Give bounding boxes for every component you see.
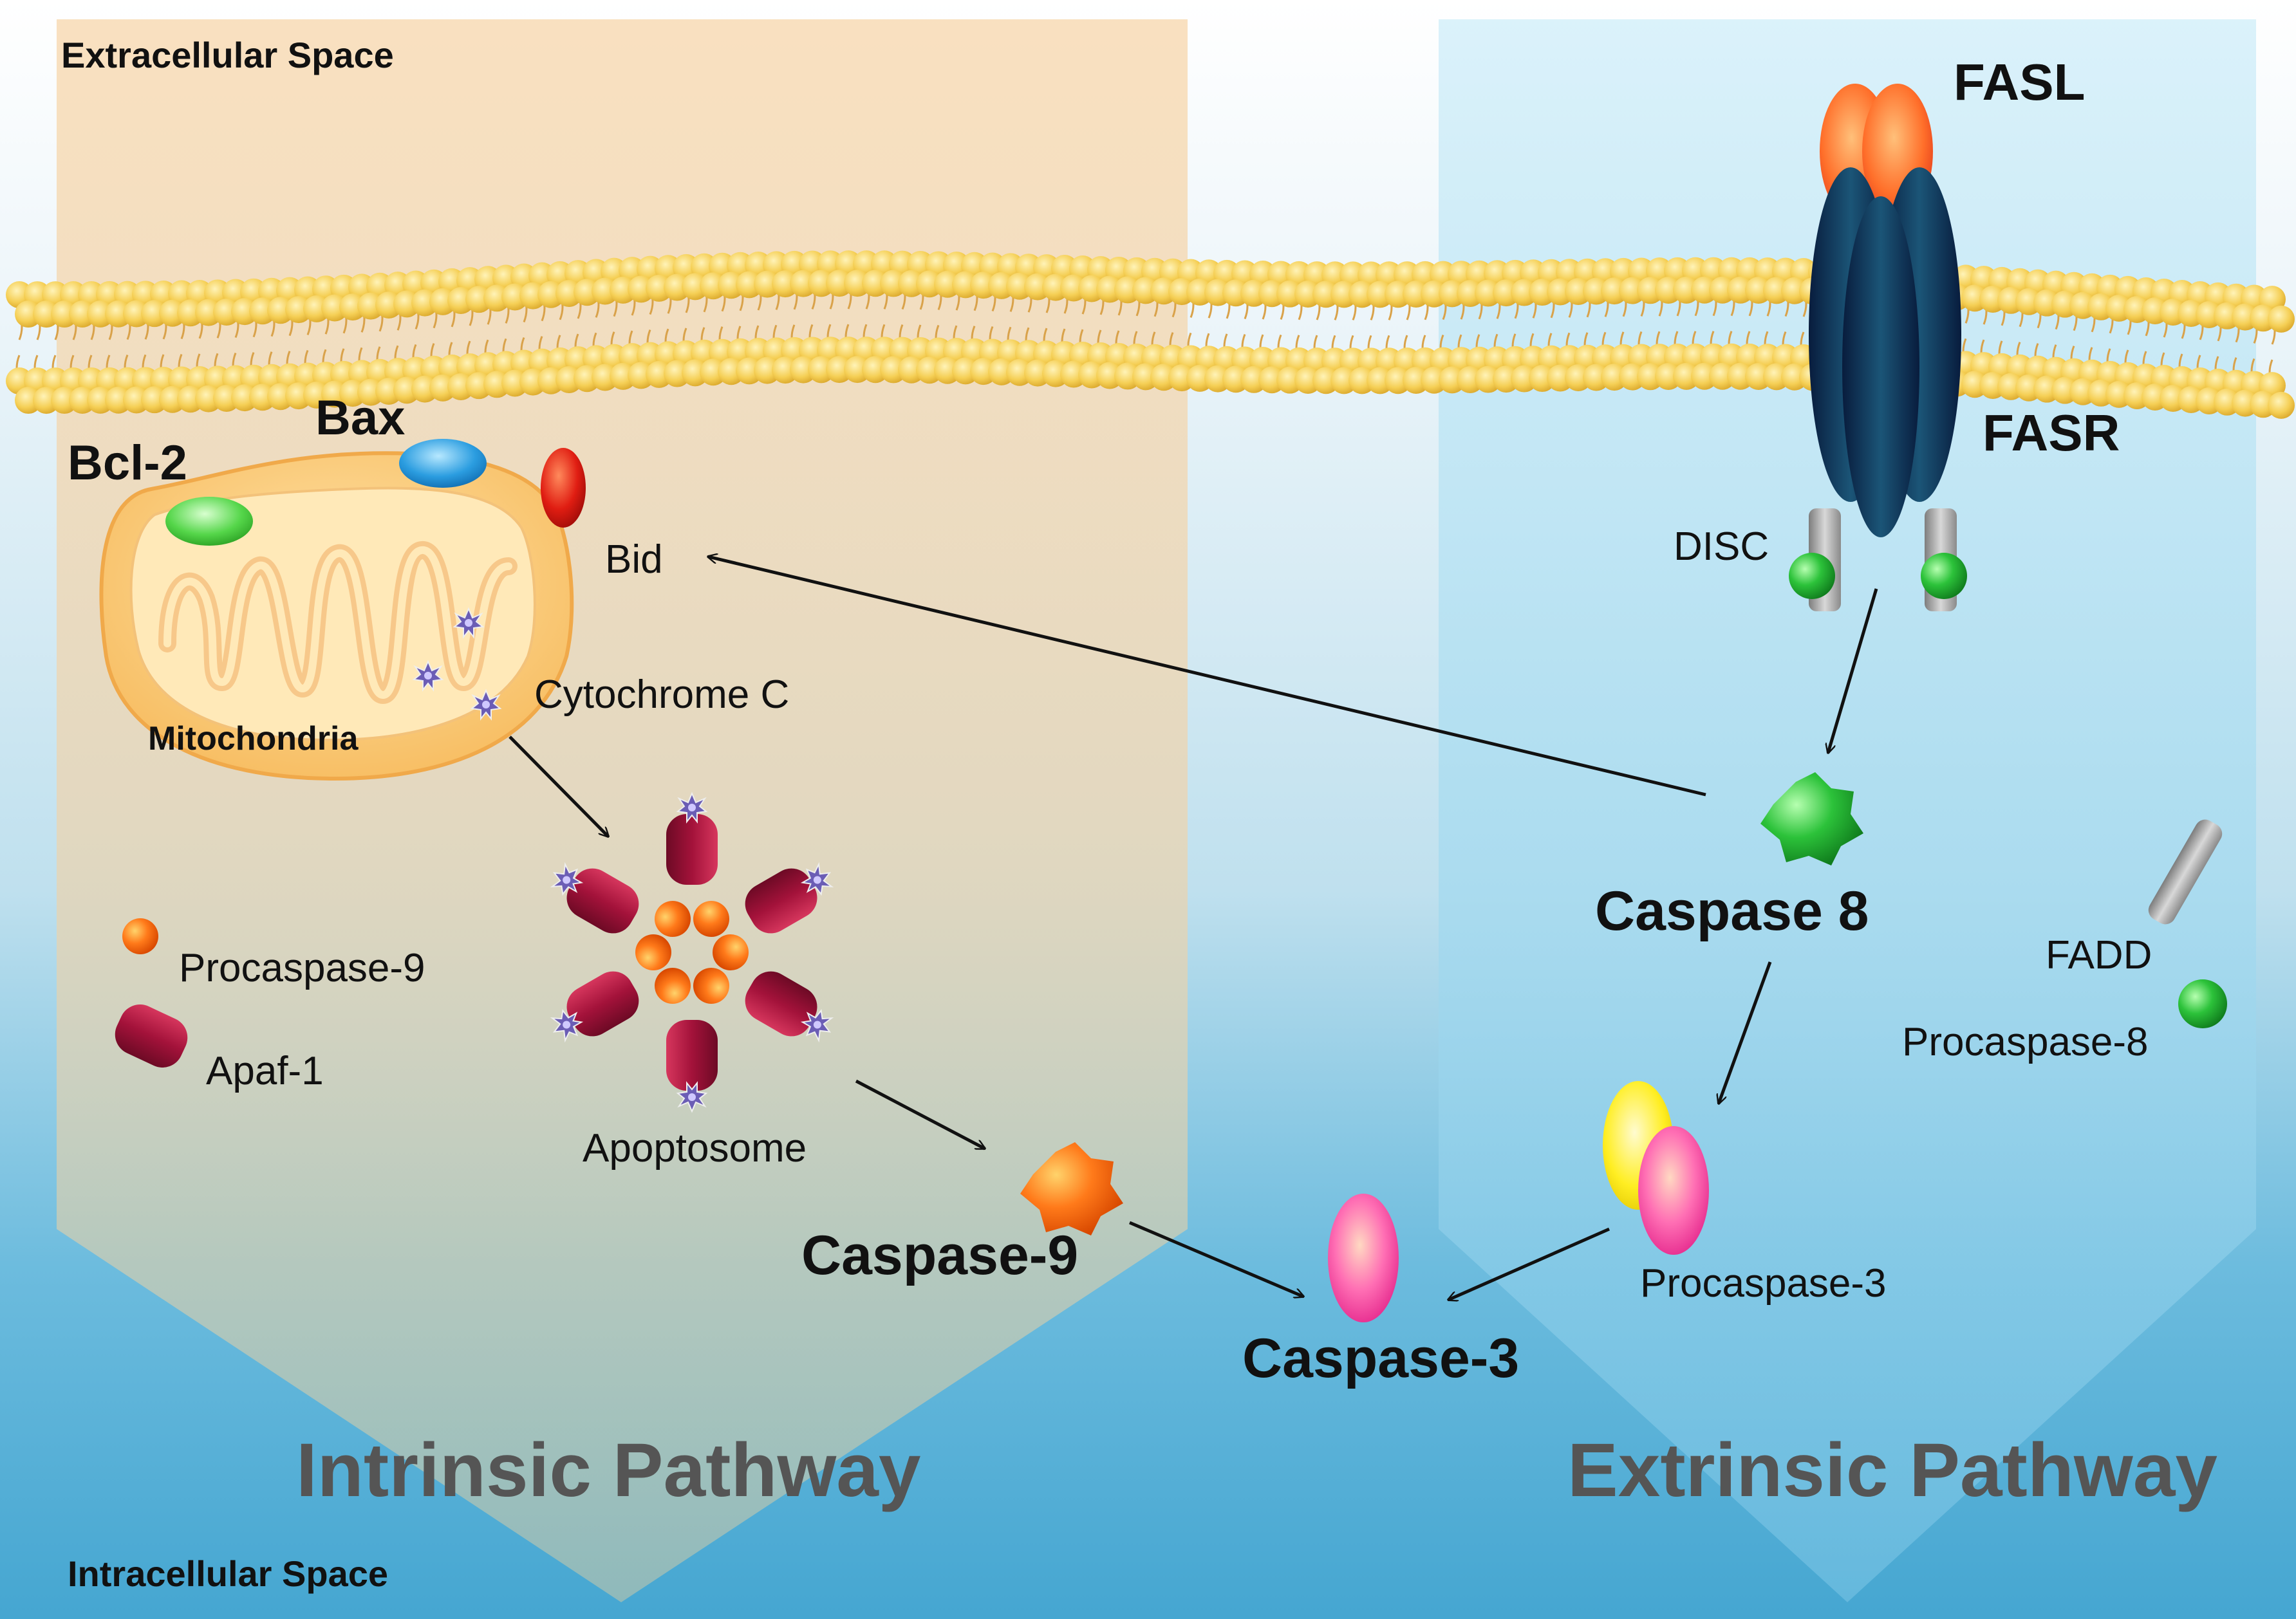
bcl2-protein (165, 497, 253, 546)
arrow-disc-to-caspase8 (1828, 588, 1878, 753)
caspase8-label: Caspase 8 (1595, 880, 1869, 942)
fas-receptor-icon (1789, 84, 1967, 611)
lipid-head (2268, 305, 2295, 333)
procaspase3-pink (1638, 1126, 1709, 1255)
procaspase9-icon (122, 918, 158, 954)
extracellular-space-label: Extracellular Space (61, 35, 394, 75)
caspase9-icon (1020, 1142, 1123, 1235)
caspase8-icon (1760, 772, 1863, 865)
intrinsic-pathway-label: Intrinsic Pathway (296, 1428, 921, 1513)
arrow-caspase8-to-bid (708, 557, 1706, 797)
cytochrome-c-label: Cytochrome C (534, 672, 789, 717)
procaspase8-label: Procaspase-8 (1902, 1020, 2149, 1064)
bid-label: Bid (605, 537, 663, 582)
procaspase9-label: Procaspase-9 (179, 946, 425, 990)
bax-protein (399, 439, 487, 488)
fadd-icon (2148, 819, 2223, 925)
procaspase8-icon (2178, 979, 2227, 1028)
fasr-label: FASR (1983, 404, 2120, 461)
bcl2-label: Bcl-2 (68, 436, 187, 490)
arrow-procaspase3-to-caspase3 (1448, 1227, 1610, 1300)
fadd-label: FADD (2046, 933, 2152, 977)
disc-label: DISC (1674, 524, 1769, 569)
extrinsic-pathway-label: Extrinsic Pathway (1567, 1428, 2217, 1513)
arrow-cytc-to-apoptosome (509, 735, 608, 837)
caspase3-label: Caspase-3 (1242, 1328, 1519, 1389)
caspase3-icon (1328, 1194, 1399, 1322)
caspase9-label: Caspase-9 (801, 1225, 1078, 1286)
apoptosome-label: Apoptosome (583, 1126, 807, 1170)
lipid-head (2268, 391, 2295, 419)
bax-label: Bax (315, 391, 405, 445)
arrow-caspase8-to-procaspase3 (1719, 961, 1772, 1104)
apaf1-label: Apaf-1 (206, 1049, 324, 1093)
intracellular-space-label: Intracellular Space (68, 1553, 388, 1594)
arrow-caspase9-to-caspase3 (1129, 1221, 1303, 1297)
procaspase3-label: Procaspase-3 (1640, 1261, 1887, 1306)
apoptosome-icon (546, 793, 837, 1112)
arrow-apoptosome-to-caspase9 (855, 1079, 985, 1151)
bid-protein (541, 448, 586, 528)
fasl-label: FASL (1954, 53, 2085, 111)
intrinsic-panel (57, 19, 1188, 1602)
mitochondria-label: Mitochondria (148, 720, 359, 757)
membrane-icon (6, 250, 2295, 419)
